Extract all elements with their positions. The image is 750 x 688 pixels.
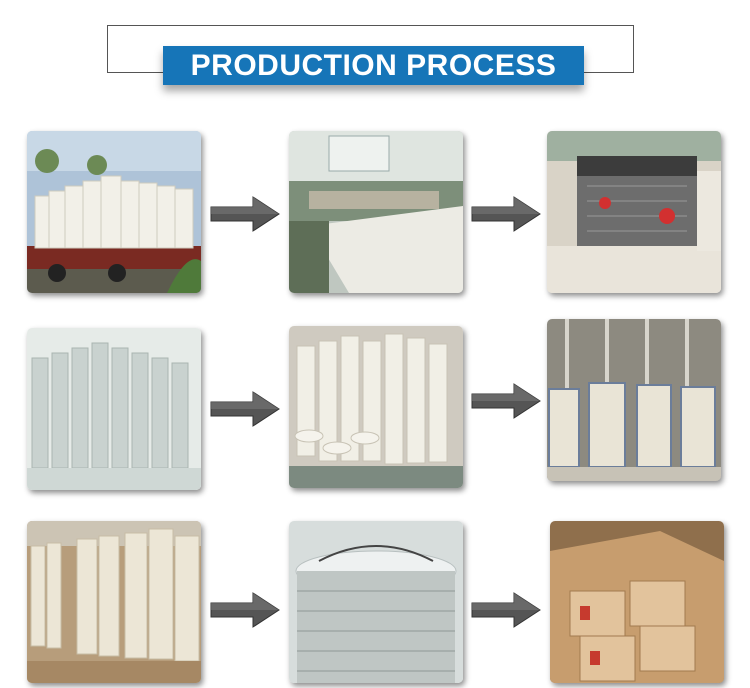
metal-mesh-cylinders-photo: [27, 328, 201, 490]
arrow-right-icon: [471, 196, 541, 232]
arrow-right-icon: [210, 196, 280, 232]
arrow-right-icon: [471, 592, 541, 628]
arrow-right-icon: [210, 391, 280, 427]
cartridge-curing-machine-photo: [547, 319, 721, 481]
cartons-packed-photo: [550, 521, 724, 683]
cartridge-packed-in-bag-photo: [289, 521, 463, 683]
paper-pleating-machine-photo: [289, 131, 463, 293]
finished-cartridges-warehouse-photo: [27, 521, 201, 683]
arrow-right-icon: [471, 383, 541, 419]
filter-paper-rolls-on-truck-photo: [27, 131, 201, 293]
page-title: PRODUCTION PROCESS: [163, 46, 584, 85]
arrow-right-icon: [210, 592, 280, 628]
assembled-filter-cartridges-photo: [289, 326, 463, 488]
mesh-forming-machine-photo: [547, 131, 721, 293]
